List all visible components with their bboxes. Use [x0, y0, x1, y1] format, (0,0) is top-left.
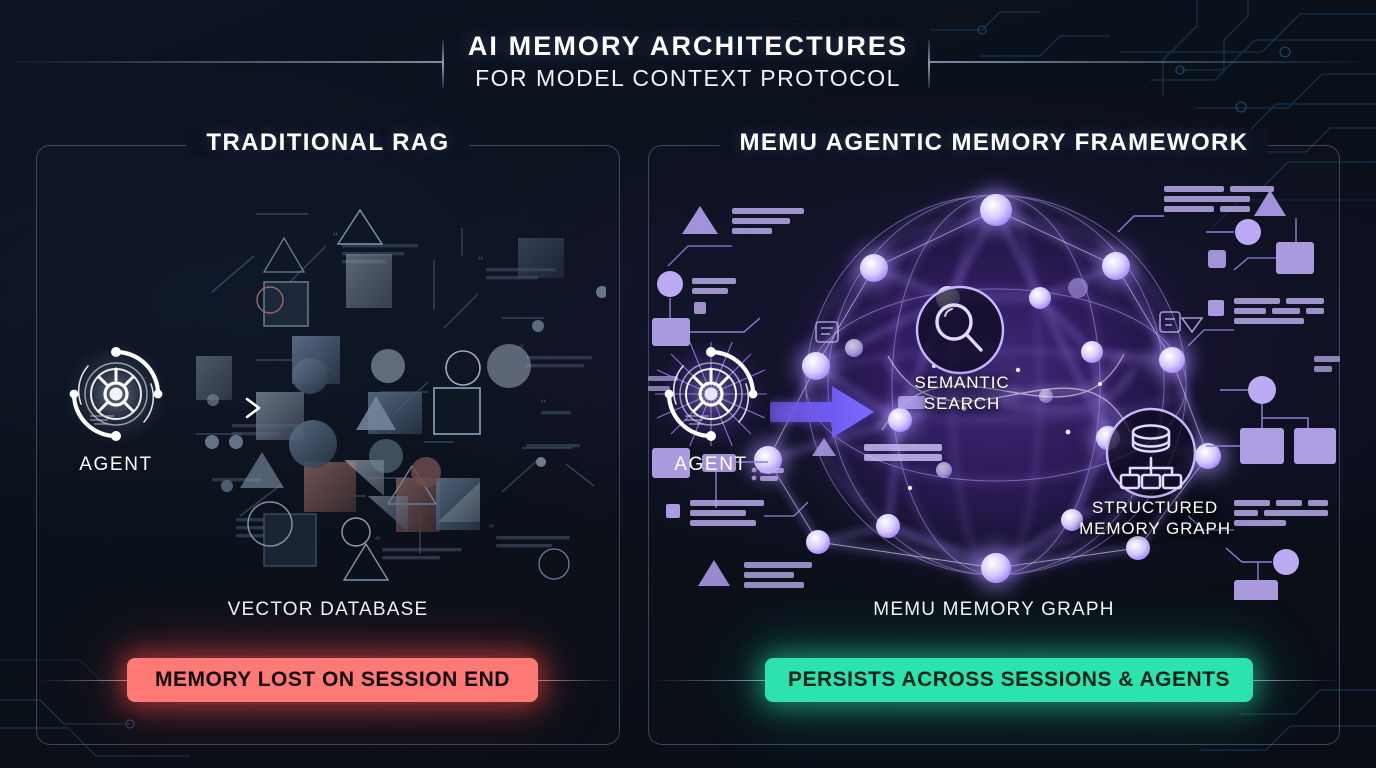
- svg-text:“: “: [477, 255, 484, 270]
- header: AI MEMORY ARCHITECTURES FOR MODEL CONTEX…: [0, 18, 1376, 104]
- agent-right-label: AGENT: [674, 454, 748, 475]
- header-tick-right: [928, 40, 930, 88]
- status-badge-memory-lost: MEMORY LOST ON SESSION END: [127, 658, 538, 702]
- banner-rule-right-start: [652, 680, 766, 681]
- magnifier-icon: [915, 285, 1005, 375]
- status-badge-persists: PERSISTS ACROSS SESSIONS & AGENTS: [765, 658, 1253, 702]
- memu-memory-graph-label: MEMU MEMORY GRAPH: [873, 599, 1115, 620]
- vector-database-scatter: ““ ““ ““: [196, 208, 606, 581]
- arrow-right-bold-icon: [770, 386, 874, 438]
- agent-right: AGENT: [649, 342, 773, 476]
- header-rule-left: [0, 61, 442, 63]
- vector-database-label: VECTOR DATABASE: [227, 599, 429, 620]
- panel-traditional-rag: TRADITIONAL RAG: [36, 129, 620, 745]
- header-rule-right: [930, 61, 1376, 63]
- panel-left-title: TRADITIONAL RAG: [186, 129, 470, 157]
- arrow-right-thin-icon: [176, 397, 261, 419]
- agent-left: AGENT: [54, 342, 178, 476]
- svg-text:“: “: [332, 231, 339, 246]
- agent-core-icon: [64, 342, 168, 446]
- header-tick-left: [442, 40, 444, 88]
- banner-rule-left-start: [40, 680, 128, 681]
- panel-right-title: MEMU AGENTIC MEMORY FRAMEWORK: [719, 129, 1269, 157]
- svg-text:“: “: [374, 535, 381, 550]
- banner-rule-left-end: [538, 680, 618, 681]
- agent-core-icon: [655, 342, 767, 446]
- memu-memory-graph-visual: [648, 177, 1340, 600]
- database-tree-icon: [1105, 407, 1197, 499]
- page-subtitle: FOR MODEL CONTEXT PROTOCOL: [475, 64, 901, 91]
- page-title: AI MEMORY ARCHITECTURES: [467, 30, 909, 61]
- agent-left-label: AGENT: [79, 454, 153, 475]
- panel-memu-framework: MEMU AGENTIC MEMORY FRAMEWORK: [648, 129, 1340, 745]
- svg-text:“: “: [540, 398, 547, 413]
- banner-rule-right-end: [1253, 680, 1339, 681]
- svg-text:“: “: [488, 523, 495, 538]
